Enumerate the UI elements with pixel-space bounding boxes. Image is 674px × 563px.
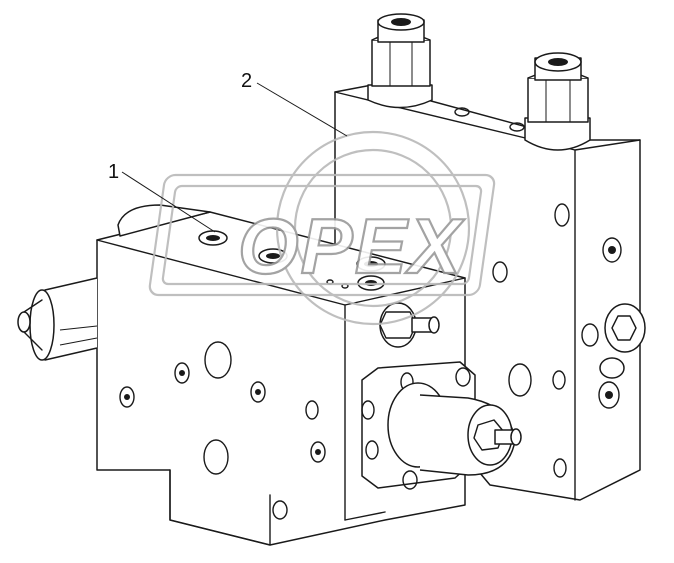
left-shaft bbox=[17, 277, 98, 361]
solenoid-valve bbox=[361, 361, 522, 490]
opex-watermark: OPEX bbox=[148, 130, 496, 326]
callout-1-label: 1 bbox=[108, 161, 119, 183]
top-cartridge-left bbox=[367, 13, 433, 109]
callout-2-group: 2 bbox=[241, 70, 348, 137]
callout-2-label: 2 bbox=[241, 70, 252, 92]
top-cartridge-right bbox=[524, 52, 591, 151]
watermark-text: OPEX bbox=[238, 202, 465, 290]
callout-1-group: 1 bbox=[108, 161, 216, 233]
rear-cylinder bbox=[117, 204, 211, 237]
side-fitting bbox=[379, 302, 440, 348]
